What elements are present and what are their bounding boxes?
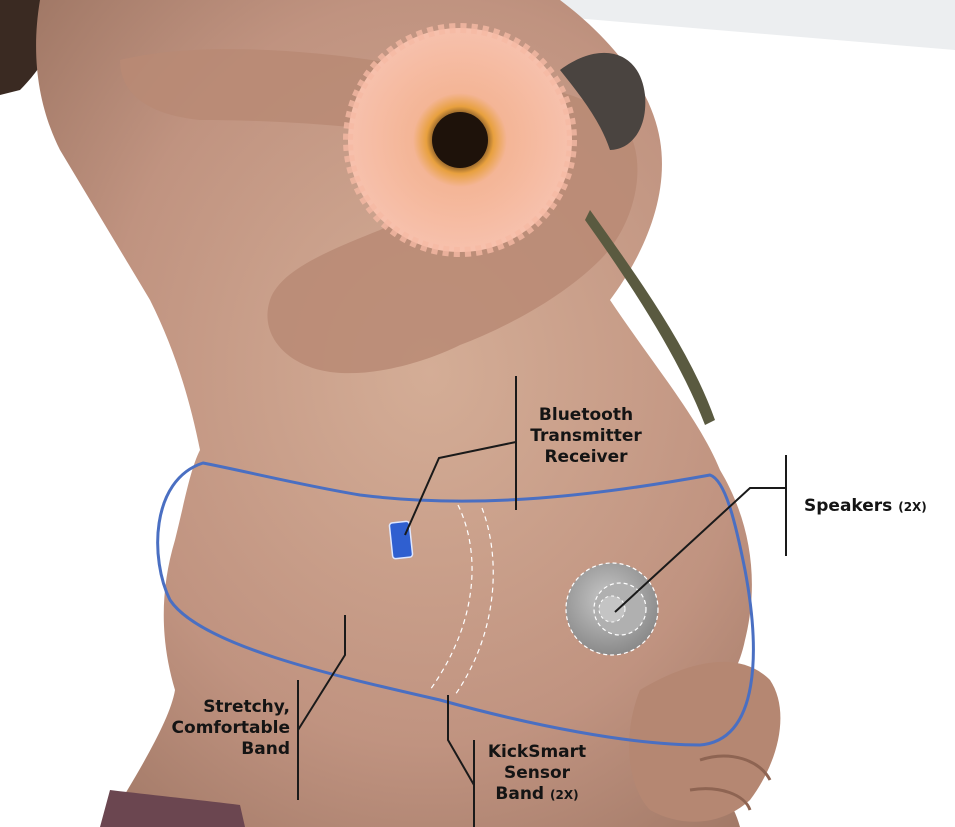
speaker xyxy=(566,563,658,655)
bluetooth-label-line-3: Receiver xyxy=(522,447,650,468)
bluetooth-label: Bluetooth Transmitter Receiver xyxy=(522,405,650,468)
flower xyxy=(348,28,572,252)
band-label-line-1: Stretchy, xyxy=(160,697,290,718)
sensor-label-line-1: KickSmart xyxy=(478,742,596,763)
speakers-label: Speakers (2X) xyxy=(804,496,954,518)
sensor-label-line-3: Band xyxy=(495,784,544,804)
speakers-label-text: Speakers xyxy=(804,496,892,516)
sensor-label: KickSmart Sensor Band (2X) xyxy=(478,742,596,806)
bluetooth-label-line-2: Transmitter xyxy=(522,426,650,447)
sensor-label-line-2: Sensor xyxy=(478,763,596,784)
band-label: Stretchy, Comfortable Band xyxy=(160,697,290,760)
bluetooth-label-line-1: Bluetooth xyxy=(522,405,650,426)
band-label-line-3: Band xyxy=(160,739,290,760)
sensor-label-suffix: (2X) xyxy=(550,788,579,802)
band-label-line-2: Comfortable xyxy=(160,718,290,739)
speakers-label-suffix: (2X) xyxy=(898,500,927,514)
